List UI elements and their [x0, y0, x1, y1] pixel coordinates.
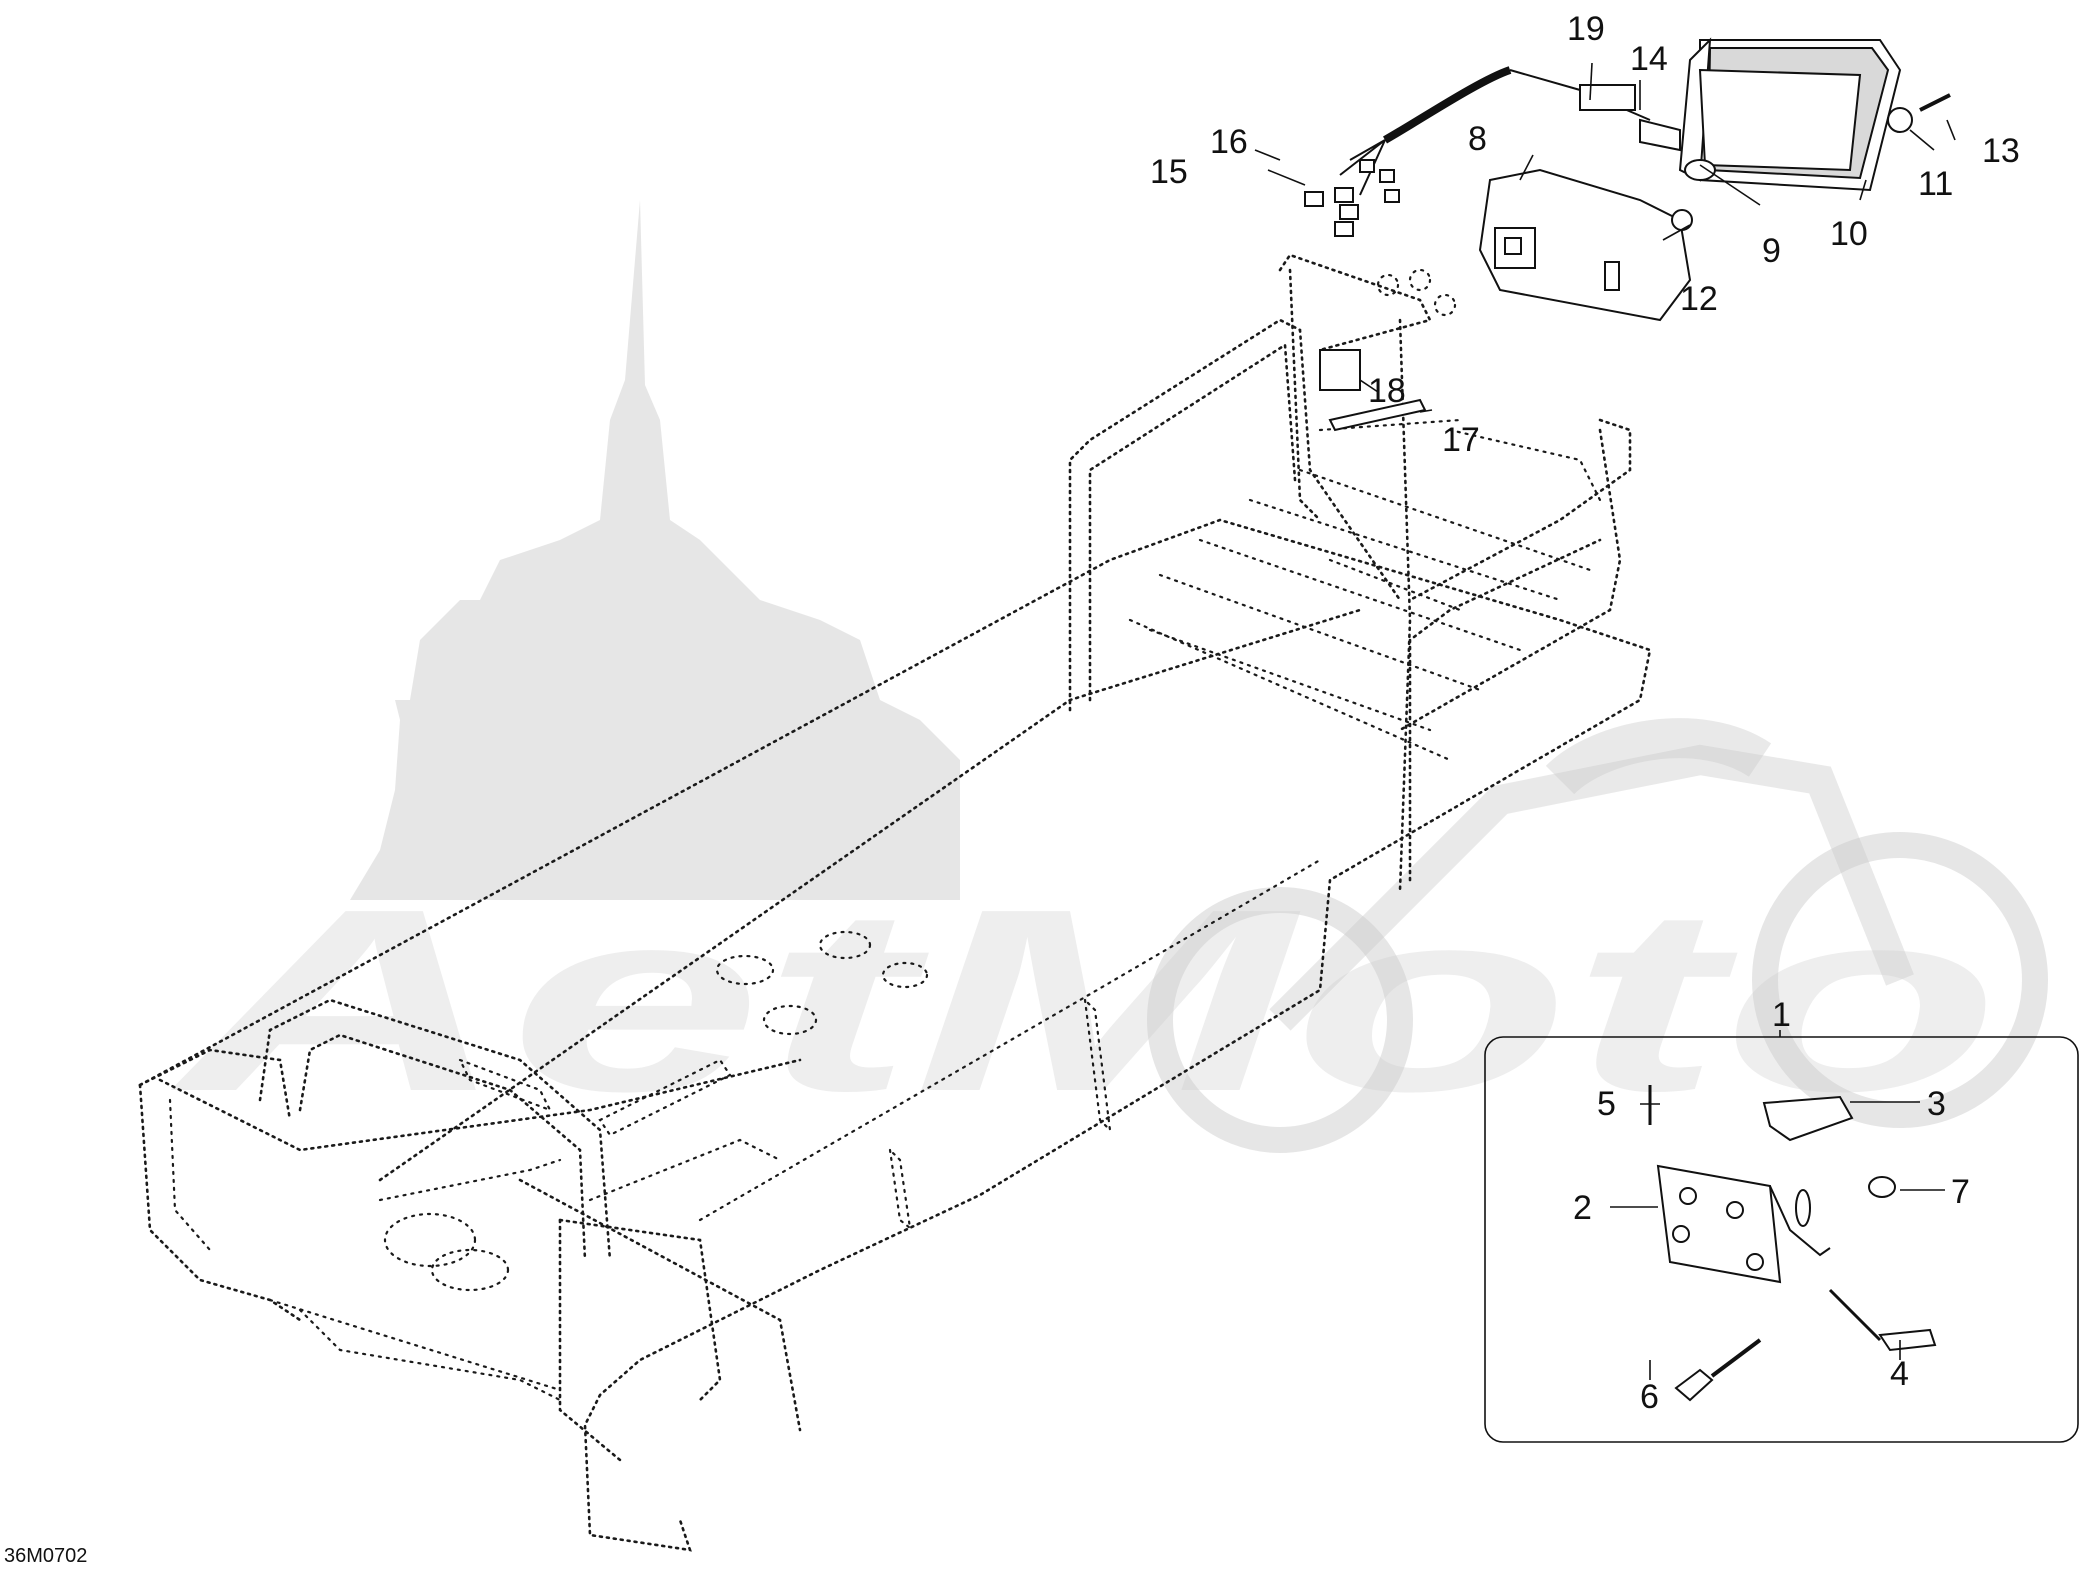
taillight-lens [1678, 37, 1902, 192]
washers-and-screws [1319, 93, 1951, 432]
callout-19: 19 [1567, 10, 1605, 48]
callout-14: 14 [1630, 40, 1668, 78]
callout-11: 11 [1918, 165, 1953, 203]
watermark-skyline [350, 200, 960, 900]
callouts: 1 2 3 4 5 6 7 8 9 10 11 12 13 14 15 16 1… [1150, 10, 2020, 1416]
watermark-text: AetMoto [166, 856, 2000, 1146]
bracket-detail-box [1484, 1036, 2079, 1443]
wiring-harness [1304, 66, 1681, 237]
watermark-motorcycle [1147, 718, 2048, 1153]
watermark: AetMoto [166, 200, 2048, 1153]
callout-10: 10 [1830, 215, 1868, 253]
frame-chassis [138, 518, 1652, 1552]
callout-8: 8 [1468, 120, 1487, 158]
callout-1: 1 [1772, 996, 1791, 1034]
drawing-code: 36M0702 [4, 1545, 87, 1567]
callout-13: 13 [1982, 132, 2020, 170]
rear-rack [1068, 253, 1632, 892]
bulb [1684, 159, 1716, 181]
callout-7: 7 [1951, 1173, 1970, 1211]
callout-16: 16 [1210, 123, 1248, 161]
callout-15: 15 [1150, 153, 1188, 191]
callout-9: 9 [1762, 232, 1781, 270]
taillight-housing [1478, 168, 1692, 322]
callout-12: 12 [1680, 280, 1718, 318]
callout-6: 6 [1640, 1378, 1659, 1416]
callout-4: 4 [1890, 1355, 1909, 1393]
callout-17: 17 [1442, 421, 1480, 459]
callout-3: 3 [1927, 1085, 1946, 1123]
callout-2: 2 [1573, 1189, 1592, 1227]
callout-5: 5 [1597, 1085, 1616, 1123]
callout-18: 18 [1368, 372, 1406, 410]
leader-lines [1254, 62, 1956, 1380]
